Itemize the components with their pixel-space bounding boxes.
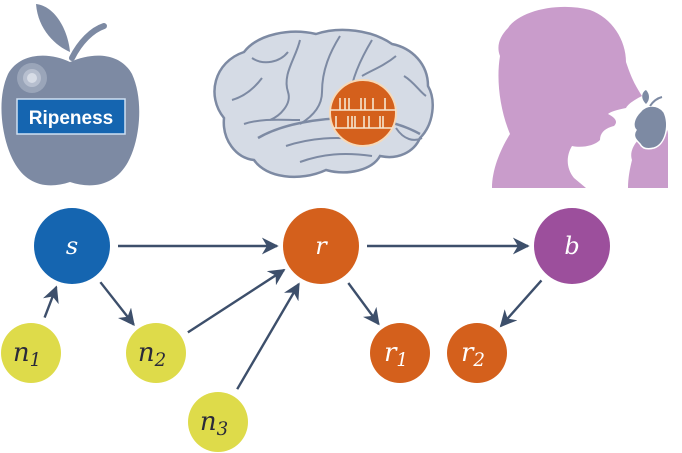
ripeness-label: Ripeness [29, 108, 113, 129]
person-eating-apple-illustration [492, 6, 668, 189]
node-s: s [34, 208, 110, 284]
node-circle-r [283, 208, 359, 284]
person-silhouette [492, 6, 642, 189]
apple-illustration: Ripeness [1, 4, 140, 186]
node-n2: n2 [126, 323, 186, 383]
node-label-s: s [66, 232, 78, 260]
node-circle-b [534, 208, 610, 284]
brain-recording-patch [329, 79, 397, 147]
node-b: b [534, 208, 610, 284]
spike-raster [330, 98, 396, 129]
graph-nodes: s r b n1 n2 n3 r1 r2 [1, 208, 610, 452]
node-circle-n2 [126, 323, 186, 383]
node-label-r2: r2 [461, 338, 485, 371]
node-label-b: b [564, 232, 579, 260]
brain-illustration [213, 28, 434, 179]
node-r2: r2 [447, 323, 507, 383]
edge-n2-to-r [187, 268, 286, 334]
ripeness-label-box [16, 98, 126, 135]
node-r: r [283, 208, 359, 284]
node-label-n2: n2 [138, 338, 166, 371]
node-circle-r1 [370, 323, 430, 383]
node-circle-s [34, 208, 110, 284]
small-apple-icon [633, 105, 668, 150]
brain-outline [213, 28, 434, 179]
edge-r-to-r1 [347, 282, 380, 326]
edge-s-to-n2 [99, 281, 135, 327]
node-r1: r1 [370, 323, 430, 383]
edge-n3-to-r [236, 282, 300, 390]
edge-n1-to-s [43, 285, 59, 318]
node-circle-n3 [188, 392, 248, 452]
apple-stem [69, 23, 107, 61]
node-circle-n1 [1, 323, 61, 383]
node-label-r: r [315, 232, 328, 260]
graph-edges [43, 237, 543, 390]
node-n3: n3 [188, 392, 248, 452]
node-n1: n1 [1, 323, 61, 383]
node-label-n3: n3 [200, 407, 228, 440]
node-label-r1: r1 [384, 338, 408, 371]
node-label-n1: n1 [13, 338, 41, 371]
apple-leaf-icon [36, 4, 70, 52]
edge-b-to-r2 [499, 279, 543, 328]
node-circle-r2 [447, 323, 507, 383]
